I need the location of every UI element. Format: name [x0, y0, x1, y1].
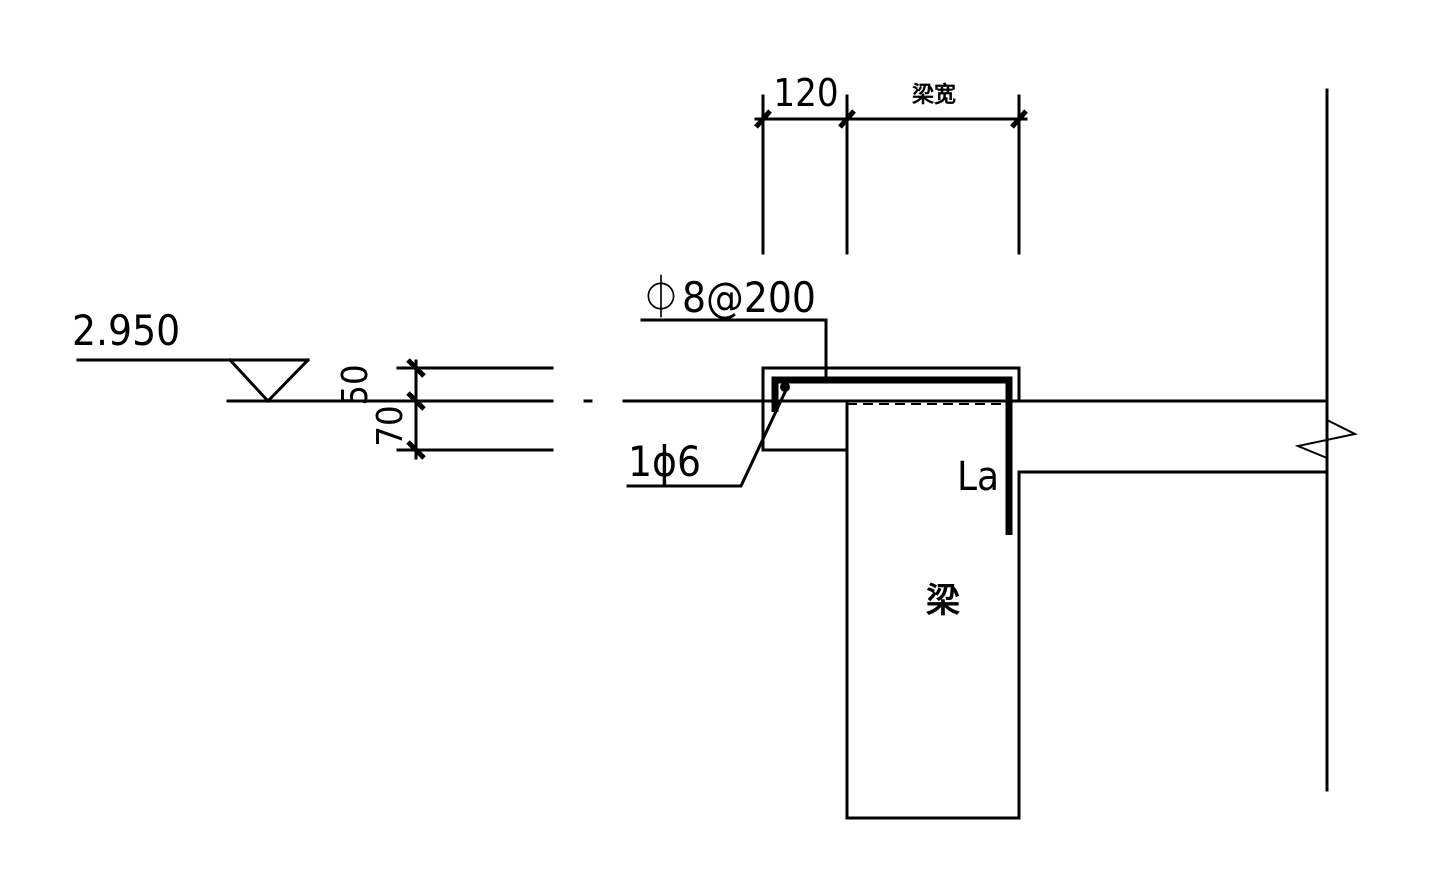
- slab-dim-tick-top: [406, 358, 426, 378]
- leader-top-rebar: [640, 318, 828, 382]
- beam-label: 梁: [926, 581, 960, 621]
- rebar-corner-text: 1ϕ6: [628, 437, 701, 486]
- elevation-text: 2.950: [72, 306, 180, 355]
- anchorage-label: La: [957, 454, 999, 500]
- slab-dim-text-70: 70: [370, 405, 411, 446]
- elevation-marker: 2.950: [72, 306, 311, 404]
- slab-dim-tick-mid: [406, 391, 426, 411]
- slab-dimension: 50 70: [335, 358, 554, 460]
- elevation-triangle: [227, 357, 311, 404]
- slab-thickening-outline: [761, 366, 1021, 452]
- dim-tick-middle: [838, 109, 856, 129]
- main-rebar: [771, 376, 1013, 535]
- slab: [226, 88, 1359, 792]
- beam-outline: [845, 399, 1021, 820]
- dim-tick-right: [1010, 109, 1028, 129]
- dim-text-120: 120: [773, 71, 838, 115]
- slab-dim-tick-bottom: [406, 440, 426, 460]
- leader-corner-rebar: [626, 388, 788, 488]
- rebar-top-text: ⏀8@200: [640, 273, 816, 322]
- dim-text-beam-width: 梁宽: [911, 82, 956, 108]
- beam-and-thickening: 梁: [761, 366, 1021, 820]
- dim-tick-left: [754, 109, 772, 129]
- slab-dim-text-50: 50: [335, 364, 376, 405]
- leaders: ⏀8@200 1ϕ6: [626, 273, 828, 488]
- top-dimension: 120 梁宽: [754, 71, 1028, 255]
- rebar: La: [771, 376, 1013, 535]
